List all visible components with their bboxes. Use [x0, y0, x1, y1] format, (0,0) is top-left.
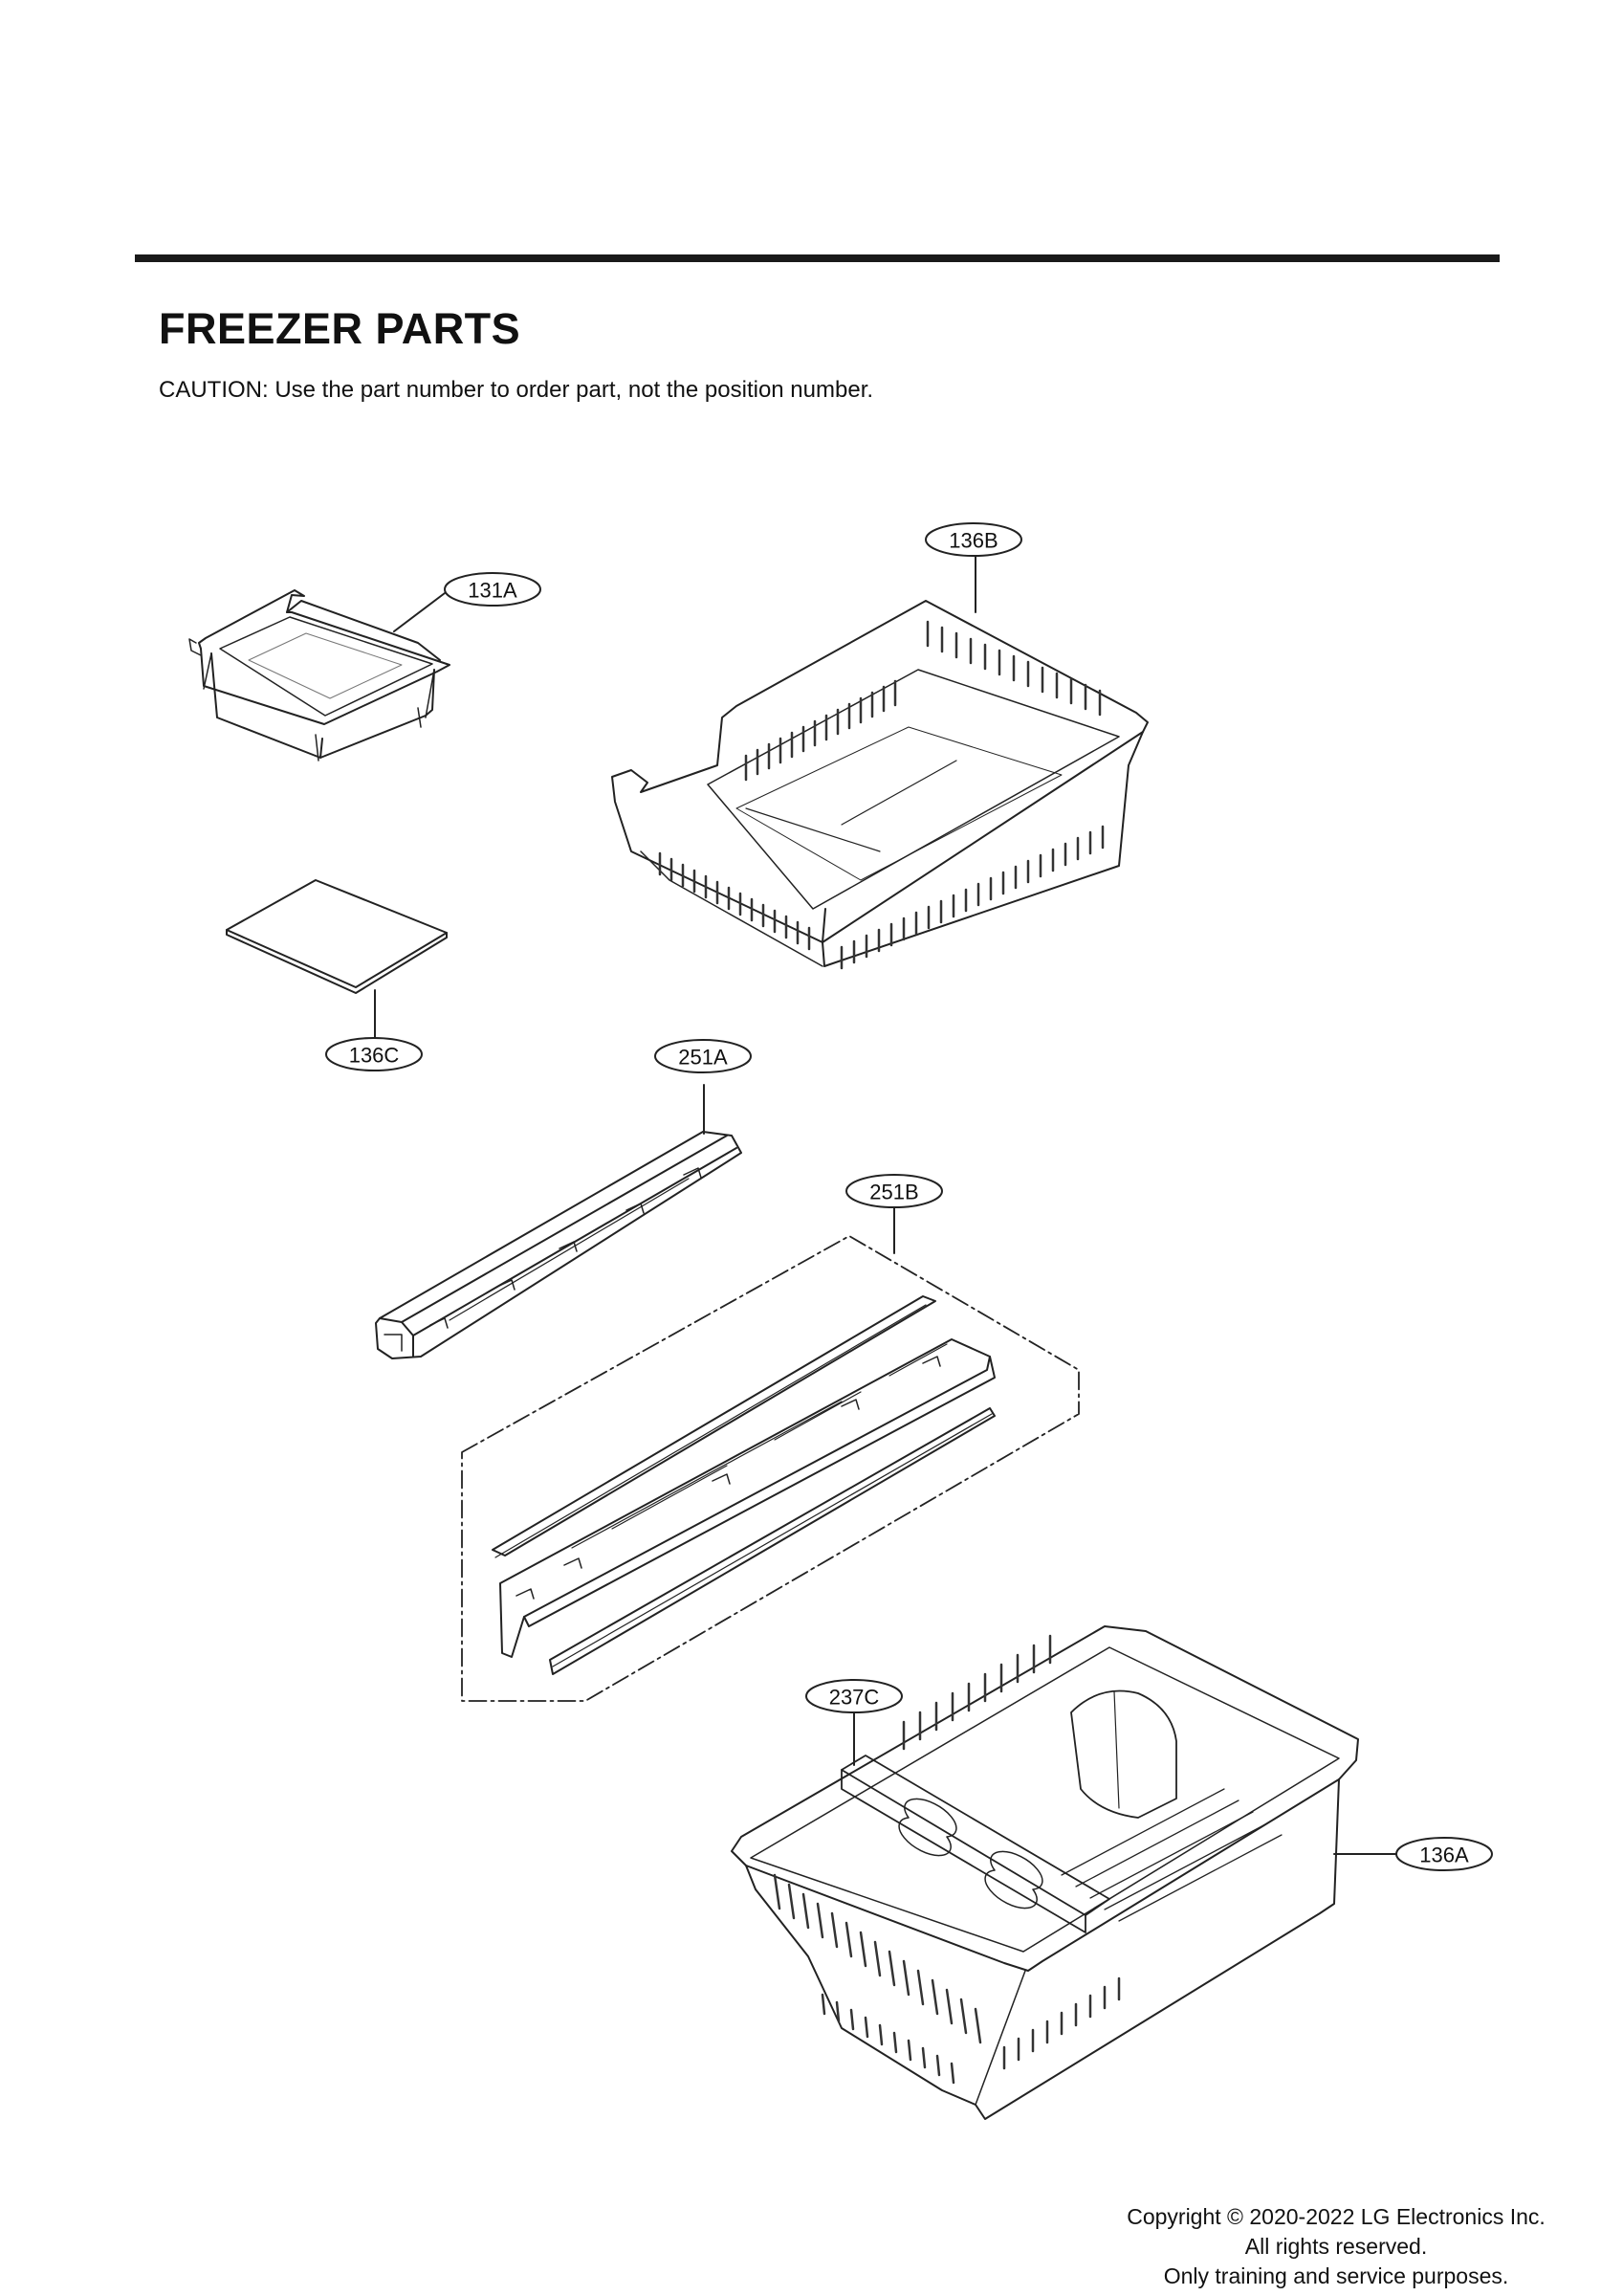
part-136a-basket	[731, 1625, 1397, 2120]
caution-note: CAUTION: Use the part number to order pa…	[159, 377, 874, 403]
part-251a-rail	[375, 1084, 742, 1359]
callout-237c: 237C	[829, 1686, 880, 1710]
copyright-line: Copyright © 2020-2022 LG Electronics Inc…	[1127, 2204, 1546, 2229]
header-rule	[135, 254, 1500, 262]
callout-136a: 136A	[1419, 1843, 1469, 1867]
part-136b-basket	[611, 555, 1149, 970]
callout-251b: 251B	[869, 1181, 918, 1204]
part-251b-rail-kit	[461, 1206, 1080, 1702]
callout-136b: 136B	[949, 529, 998, 553]
rights-line: All rights reserved.	[1244, 2234, 1428, 2259]
callout-labels: 131A 136B 136C 251A 251B 237C 136A	[349, 529, 1469, 1867]
callout-131a: 131A	[468, 579, 517, 603]
usage-line: Only training and service purposes.	[1163, 2263, 1509, 2288]
copyright-notice: Copyright © 2020-2022 LG Electronics Inc…	[1068, 2202, 1604, 2291]
part-136c-sheet	[226, 879, 448, 1039]
callout-136c: 136C	[349, 1044, 400, 1068]
part-131a-bin	[188, 589, 450, 762]
page-title: FREEZER PARTS	[159, 304, 521, 353]
callout-ellipses	[325, 522, 1493, 1871]
callout-251a: 251A	[678, 1046, 728, 1070]
